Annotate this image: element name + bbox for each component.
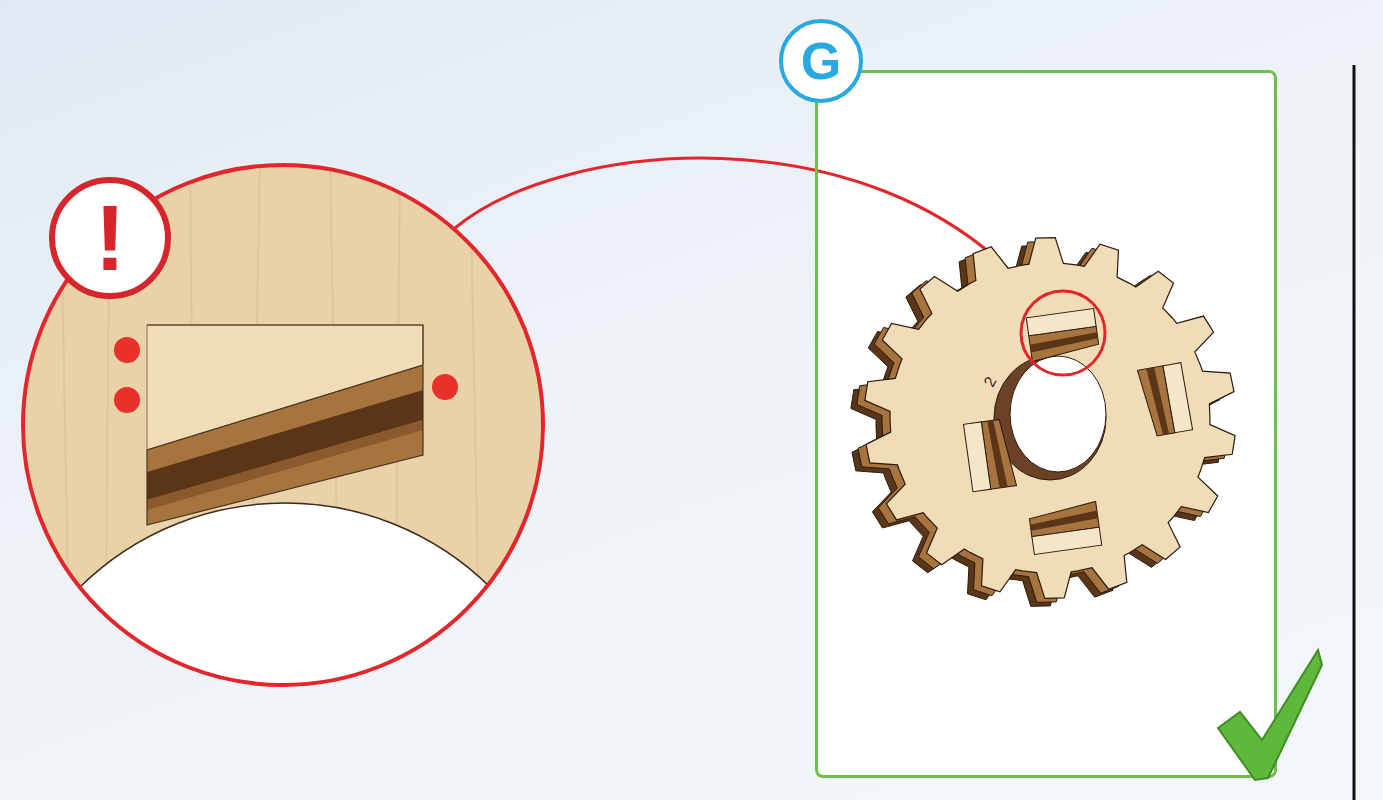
- highlight-ring: [1021, 291, 1105, 375]
- step-letter: G: [779, 19, 863, 103]
- panel-ground: [815, 70, 1277, 778]
- glue-dot: [114, 337, 140, 363]
- pointer-arrow: [455, 158, 1028, 290]
- warning-mark: !: [95, 192, 126, 284]
- check-mark: [1218, 650, 1322, 780]
- gear-illustration: [851, 238, 1235, 607]
- panel-edge: [1353, 65, 1356, 800]
- warning-ring: [52, 180, 168, 296]
- glue-dot: [114, 387, 140, 413]
- zoom-ring: [23, 165, 543, 685]
- zoom-view: [0, 160, 577, 800]
- step-panel: G: [815, 70, 1277, 778]
- glue-dot: [432, 374, 458, 400]
